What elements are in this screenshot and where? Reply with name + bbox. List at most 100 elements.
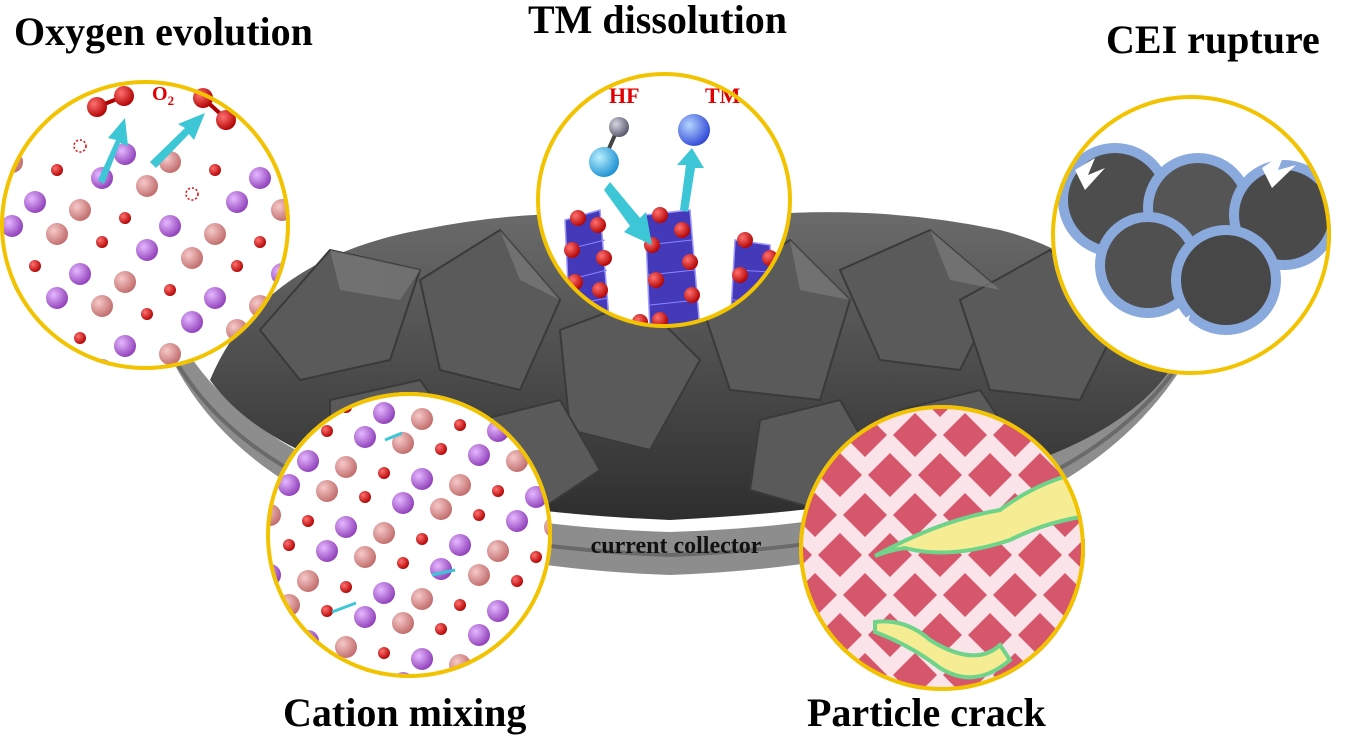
- oxygen-atom: [473, 509, 485, 521]
- cation-exchange-arrow-icon: [331, 431, 456, 614]
- tm-atom: [0, 247, 1, 269]
- lattice-tile: [1093, 573, 1137, 617]
- tm-dissolution-title: TM dissolution: [528, 0, 787, 42]
- oxygen-evolution-panel: O2: [0, 80, 333, 370]
- oxygen-atom: [737, 232, 753, 248]
- oxygen-atom: [96, 236, 108, 248]
- oxygen-atom: [141, 308, 153, 320]
- lithium-atom: [468, 444, 490, 466]
- oxygen-vacancy: [73, 139, 87, 153]
- cei-rupture-title: CEI rupture: [1106, 17, 1320, 62]
- oxygen-atom: [321, 212, 333, 224]
- lattice-tile: [768, 693, 812, 737]
- oxygen-atom: [732, 267, 748, 283]
- oxygen-atom: [492, 665, 504, 677]
- oxygen-atom: [570, 210, 586, 226]
- oxygen-atom: [378, 647, 390, 659]
- oxygen-atom: [596, 250, 612, 266]
- lithium-atom: [544, 576, 552, 598]
- lithium-atom: [430, 558, 452, 580]
- lattice-tile: [1193, 413, 1237, 457]
- oxygen-atom: [511, 575, 523, 587]
- tm-atom: [430, 498, 452, 520]
- oxygen-atom: [51, 356, 63, 368]
- o2-label: O2: [152, 83, 174, 108]
- oxygen-atom: [231, 260, 243, 272]
- oxygen-atom: [454, 599, 466, 611]
- lattice-tile: [968, 453, 1012, 497]
- lithium-atom: [411, 648, 433, 670]
- lithium-atom: [354, 606, 376, 628]
- tm-dissolution-arrow-icon: [604, 148, 704, 245]
- lithium-atom: [354, 426, 376, 448]
- lithium-atom: [411, 468, 433, 490]
- oxygen-atom: [321, 605, 333, 617]
- lithium-atom: [46, 287, 68, 309]
- tm-atom: [335, 636, 357, 658]
- lattice-tile: [1068, 693, 1112, 737]
- lattice-tile: [1118, 533, 1162, 577]
- lattice-tile: [1143, 413, 1187, 457]
- tm-atom: [204, 223, 226, 245]
- lithium-atom: [316, 540, 338, 562]
- oxygen-atom: [283, 539, 295, 551]
- lithium-atom: [506, 510, 528, 532]
- tm-atom: [449, 474, 471, 496]
- lattice-tile: [1068, 613, 1085, 657]
- oxygen-atom: [266, 629, 276, 641]
- tm-atom: [316, 660, 338, 678]
- lattice-tile: [1168, 453, 1212, 497]
- lithium-atom: [114, 335, 136, 357]
- tm-atom: [181, 247, 203, 269]
- oxygen-atom: [29, 260, 41, 272]
- lattice-tile: [918, 453, 962, 497]
- oxygen-atom: [416, 533, 428, 545]
- tm-atom: [411, 588, 433, 610]
- lattice-tile: [843, 573, 887, 617]
- oxygen-atom: [359, 491, 371, 503]
- lithium-atom: [24, 191, 46, 213]
- oxygen-atom: [587, 707, 599, 719]
- oxygen-atom: [302, 515, 314, 527]
- tm-atom: [506, 450, 528, 472]
- lattice-tile: [868, 453, 912, 497]
- lattice-tile: [893, 493, 937, 537]
- lattice-tile: [1118, 693, 1162, 737]
- tm-atom: [136, 367, 158, 370]
- current-collector-label: current collector: [591, 533, 762, 559]
- oxygen-atom: [684, 287, 700, 303]
- oxygen-atom: [164, 284, 176, 296]
- lithium-atom: [487, 600, 509, 622]
- lithium-atom: [204, 287, 226, 309]
- crack-upper: [874, 467, 1085, 558]
- cei-crack-icon: [1075, 152, 1296, 340]
- oxygen-atom: [682, 254, 698, 270]
- tm-atom: [91, 295, 113, 317]
- tm-atom: [468, 564, 490, 586]
- oxygen-atom: [435, 623, 447, 635]
- cation-mixing-title: Cation mixing: [283, 690, 527, 735]
- oxygen-atom: [549, 641, 552, 653]
- tm-atom: [487, 540, 509, 562]
- tm-atom: [392, 612, 414, 634]
- lithium-atom: [335, 516, 357, 538]
- lattice-tile: [943, 573, 987, 617]
- tm-atom: [354, 546, 376, 568]
- lithium-atom: [294, 239, 316, 261]
- oxygen-evolution-title: Oxygen evolution: [14, 9, 313, 54]
- lattice-tile: [1143, 493, 1187, 537]
- lattice-tile: [943, 413, 987, 457]
- lithium-atom: [136, 239, 158, 261]
- hf-fluorine-atom: [589, 147, 619, 177]
- tm-octahedra-stack: [564, 207, 780, 327]
- oxygen-atom: [568, 617, 580, 629]
- oxygen-atom: [492, 485, 504, 497]
- tm-atom: [316, 480, 338, 502]
- oxygen-vacancy: [185, 187, 199, 201]
- lithium-atom: [449, 534, 471, 556]
- lattice-tile: [1168, 373, 1212, 417]
- tm-atom: [563, 672, 585, 694]
- lithium-atom: [278, 474, 300, 496]
